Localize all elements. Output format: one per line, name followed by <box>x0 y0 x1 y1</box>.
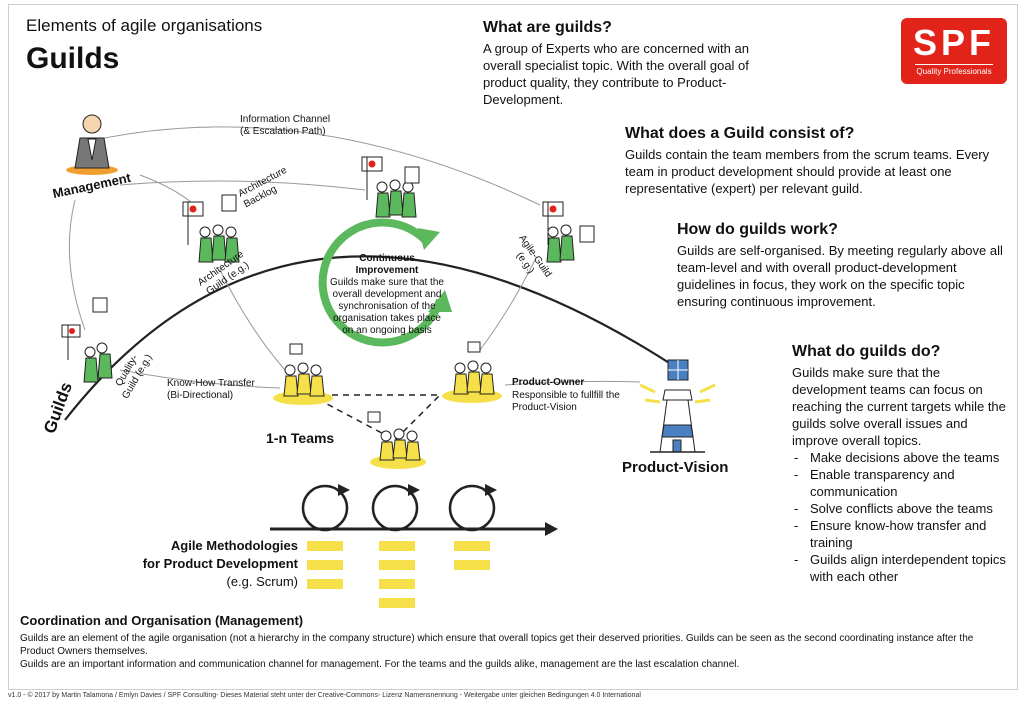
methodologies-note: (e.g. Scrum) <box>226 574 298 589</box>
central-guild-icon <box>361 156 420 218</box>
methodologies-line1: Agile Methodologies <box>170 538 298 553</box>
continuous-improvement-text: Guilds make sure that the overall develo… <box>330 277 444 336</box>
info-channel-label: Information Channel (& Escalation Path) <box>240 114 331 137</box>
page-title: Guilds <box>26 42 120 75</box>
list-item: Guilds align interdependent topics with … <box>792 551 1010 585</box>
section-work: How do guilds work? Guilds are self-orga… <box>677 221 1013 310</box>
section-do-title: What do guilds do? <box>792 343 941 360</box>
page-subtitle: Elements of agile organisations <box>26 16 263 35</box>
coordination-title: Coordination and Organisation (Managemen… <box>20 613 304 628</box>
know-how-line <box>119 369 281 389</box>
coordination-section: Coordination and Organisation (Managemen… <box>20 613 1005 671</box>
section-what-title: What are guilds? <box>483 19 612 36</box>
architecture-guild-icon <box>182 194 240 263</box>
lighthouse-icon <box>639 359 716 453</box>
methodologies-line2: for Product Development <box>142 556 298 571</box>
list-item: Solve conflicts above the teams <box>792 500 1010 517</box>
coordination-p1: Guilds are an element of the agile organ… <box>20 633 974 657</box>
list-item: Ensure know-how transfer and training <box>792 517 1010 551</box>
guild-arc <box>64 255 681 421</box>
logo-text: SPF <box>912 22 995 63</box>
list-item: Make decisions above the teams <box>792 449 1010 466</box>
section-do: What do guilds do? Guilds make sure that… <box>792 343 1010 585</box>
agile-guild-icon <box>542 201 595 263</box>
section-what: What are guilds? A group of Experts who … <box>483 19 783 108</box>
sprint-cycles-icon <box>270 484 558 536</box>
continuous-improvement-title: Continuous Improvement <box>355 253 419 276</box>
know-how-transfer-label: Know-How Transfer (Bi-Directional) <box>167 378 255 401</box>
list-item: Enable transparency and communication <box>792 466 1010 500</box>
info-channel-line <box>94 126 541 206</box>
team-right-icon <box>442 341 502 403</box>
spf-logo: SPF Quality Professionals <box>901 18 1007 84</box>
continuous-improvement-cycle <box>318 218 444 347</box>
section-consist-text: Guilds contain the team members from the… <box>625 147 990 196</box>
section-do-list: Make decisions above the teams Enable tr… <box>792 449 1010 585</box>
logo-tagline: Quality Professionals <box>916 67 992 76</box>
management-figure-icon <box>66 114 118 175</box>
page-frame <box>8 4 1018 690</box>
coordination-p2: Guilds are an important information and … <box>20 659 740 670</box>
section-work-title: How do guilds work? <box>677 221 838 238</box>
section-do-text: Guilds make sure that the development te… <box>792 365 1006 448</box>
product-vision-label: Product-Vision <box>622 459 729 476</box>
product-owner-title: Product-Owner <box>512 377 585 388</box>
team-bottom-icon <box>367 411 426 469</box>
team-left-icon <box>273 343 333 405</box>
product-owner-text: Responsible to fullfill the Product-Visi… <box>512 390 620 413</box>
section-consist-title: What does a Guild consist of? <box>625 125 855 142</box>
section-consist: What does a Guild consist of? Guilds con… <box>625 125 1015 197</box>
teams-label: 1-n Teams <box>266 430 335 446</box>
section-work-text: Guilds are self-organised. By meeting re… <box>677 243 1003 309</box>
footer-license: v1.0 - © 2017 by Martin Talamona / Emlyn… <box>8 692 641 699</box>
quality-guild-icon <box>61 297 113 383</box>
section-what-text: A group of Experts who are concerned wit… <box>483 41 749 107</box>
backlog-cards <box>307 541 490 608</box>
